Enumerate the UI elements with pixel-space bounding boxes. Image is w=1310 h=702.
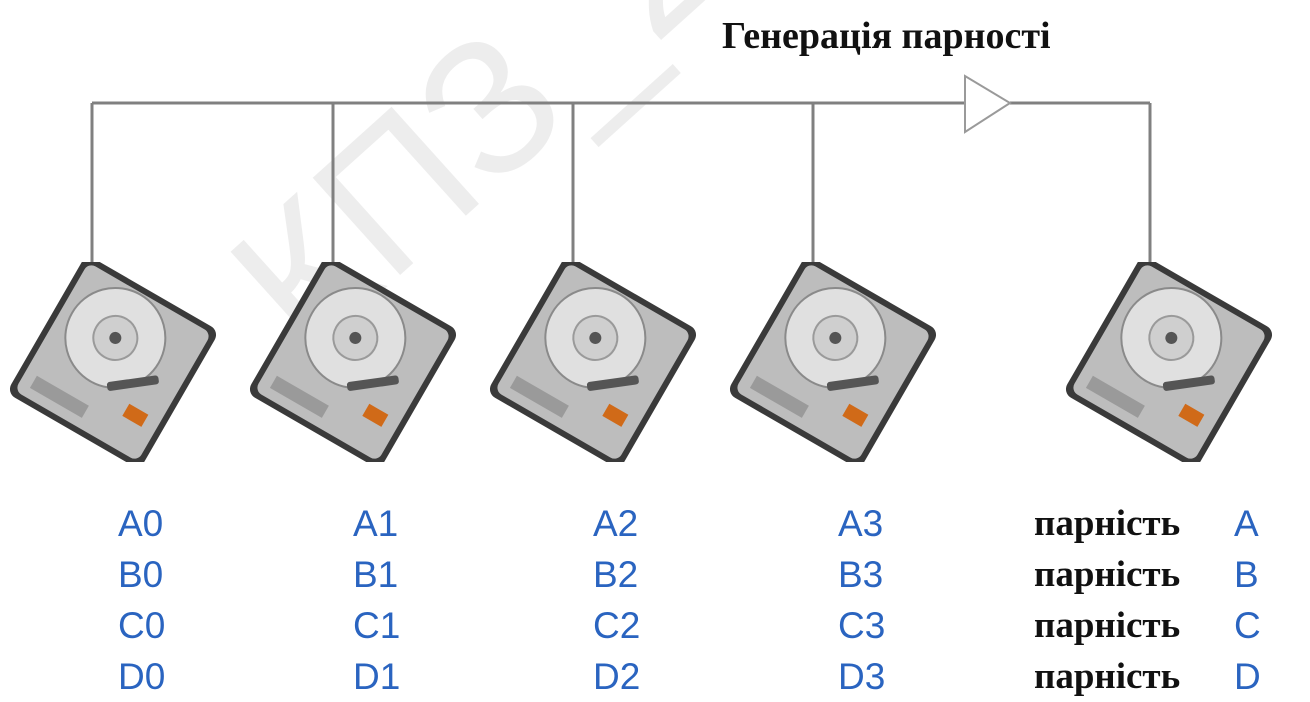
block-label: C3 xyxy=(838,605,886,646)
hard-disk-drive-icon xyxy=(249,262,457,462)
block-label: B3 xyxy=(838,554,884,595)
drive-0-blocks: A0 B0 C0 D0 xyxy=(118,498,165,702)
parity-row: парність D xyxy=(1034,651,1261,702)
parity-letter: C xyxy=(1234,604,1261,646)
block-label: B0 xyxy=(118,554,164,595)
block-label: D0 xyxy=(118,656,166,697)
parity-row: парність A xyxy=(1034,498,1261,549)
parity-drive-blocks: парність A парність B парність C парніст… xyxy=(1034,498,1261,702)
parity-word: парність xyxy=(1034,605,1181,646)
hard-disk-drive-icon xyxy=(1065,262,1273,462)
parity-row: парність C xyxy=(1034,600,1261,651)
drive-1-blocks: A1 B1 C1 D1 xyxy=(353,498,400,702)
parity-letter: B xyxy=(1234,553,1259,595)
parity-gate-triangle-icon xyxy=(964,74,1012,134)
block-label: C0 xyxy=(118,605,166,646)
block-label: B2 xyxy=(593,554,639,595)
parity-word: парність xyxy=(1034,554,1181,595)
diagram-title: Генерація парності xyxy=(722,15,1051,57)
block-label: A0 xyxy=(118,503,164,544)
parity-row: парність B xyxy=(1034,549,1261,600)
drive-3-blocks: A3 B3 C3 D3 xyxy=(838,498,885,702)
parity-letter: D xyxy=(1234,655,1261,697)
block-label: C1 xyxy=(353,605,401,646)
block-label: D1 xyxy=(353,656,401,697)
block-label: B1 xyxy=(353,554,399,595)
block-label: C2 xyxy=(593,605,641,646)
hard-disk-drive-icon xyxy=(489,262,697,462)
block-label: A2 xyxy=(593,503,639,544)
drive-2-blocks: A2 B2 C2 D2 xyxy=(593,498,640,702)
parity-word: парність xyxy=(1034,503,1181,544)
parity-word: парність xyxy=(1034,656,1181,697)
hard-disk-drive-icon xyxy=(9,262,217,462)
block-label: A3 xyxy=(838,503,884,544)
parity-letter: A xyxy=(1234,502,1259,544)
block-label: A1 xyxy=(353,503,399,544)
hard-disk-drive-icon xyxy=(729,262,937,462)
block-label: D3 xyxy=(838,656,886,697)
block-label: D2 xyxy=(593,656,641,697)
